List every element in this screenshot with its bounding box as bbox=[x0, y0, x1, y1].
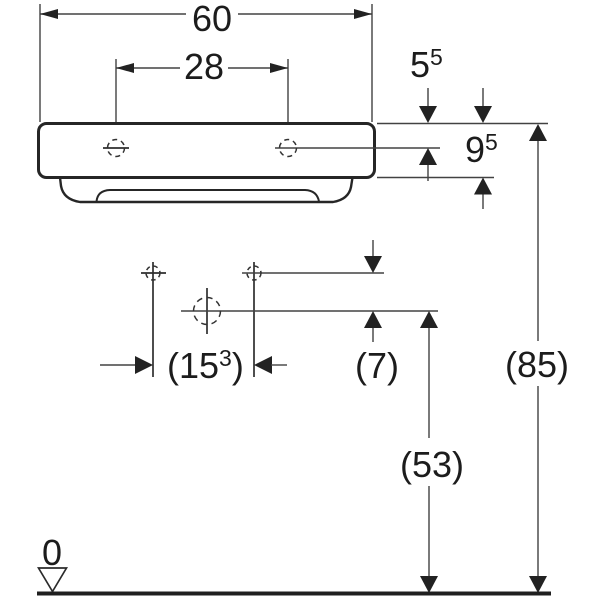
dim-53-label: (53) bbox=[400, 444, 464, 485]
arrow-up-icon bbox=[474, 177, 492, 195]
dim-drain-height: (53) bbox=[400, 311, 464, 593]
tap-hole-left bbox=[103, 138, 129, 158]
arrow-left-icon bbox=[40, 9, 58, 19]
washbasin-outline bbox=[37, 122, 376, 204]
tap-hole-circle-icon bbox=[278, 138, 298, 158]
arrow-down-icon bbox=[529, 576, 547, 593]
supply-connection-right bbox=[242, 262, 384, 377]
arrow-down-icon bbox=[364, 256, 382, 273]
supply-circle-icon bbox=[145, 265, 161, 281]
arrow-right-icon bbox=[135, 356, 153, 374]
dim-supply-to-drain: (7) bbox=[355, 240, 399, 386]
drain-circle-icon bbox=[192, 296, 222, 326]
arrow-right-icon bbox=[270, 63, 288, 73]
datum-zero-label: 0 bbox=[42, 532, 62, 573]
arrow-right-icon bbox=[354, 9, 372, 19]
dim-overall-width: 60 bbox=[39, 0, 373, 122]
dim-tap-spacing: 28 bbox=[115, 46, 289, 163]
dim-7-label: (7) bbox=[355, 345, 399, 386]
dim-rim-to-tap: 55 bbox=[410, 44, 443, 181]
arrow-up-icon bbox=[420, 311, 438, 328]
supply-circle-icon bbox=[246, 265, 262, 281]
dim-rim-height: (85) bbox=[505, 124, 569, 593]
arrow-left-icon bbox=[254, 356, 272, 374]
arrow-up-icon bbox=[364, 311, 382, 328]
arrow-left-icon bbox=[116, 63, 134, 73]
arrow-up-icon bbox=[529, 124, 547, 141]
basin-foot-ring bbox=[95, 189, 320, 202]
basin-rim-front bbox=[37, 122, 376, 179]
dim-15-3-label: (153) bbox=[167, 345, 244, 386]
arrow-down-icon bbox=[420, 576, 438, 593]
datum-triangle-icon bbox=[37, 567, 68, 594]
arrow-down-icon bbox=[419, 106, 437, 123]
dim-9-5-label: 95 bbox=[465, 129, 498, 170]
tap-hole-circle-icon bbox=[106, 138, 126, 158]
tap-hole-right bbox=[275, 138, 440, 158]
supply-connection-left bbox=[141, 262, 166, 377]
dim-85-label: (85) bbox=[505, 344, 569, 385]
dim-5-5-label: 55 bbox=[410, 44, 443, 85]
floor-datum: 0 bbox=[37, 532, 551, 596]
arrow-down-icon bbox=[474, 106, 492, 123]
dim-28-label: 28 bbox=[184, 46, 224, 87]
dim-rim-to-underside: 95 bbox=[465, 88, 498, 209]
dim-60-label: 60 bbox=[192, 0, 232, 39]
drain-connection bbox=[181, 288, 438, 334]
dim-supply-spacing: (153) bbox=[100, 345, 287, 386]
arrow-up-icon bbox=[419, 148, 437, 165]
basin-bowl-underside bbox=[58, 177, 354, 204]
